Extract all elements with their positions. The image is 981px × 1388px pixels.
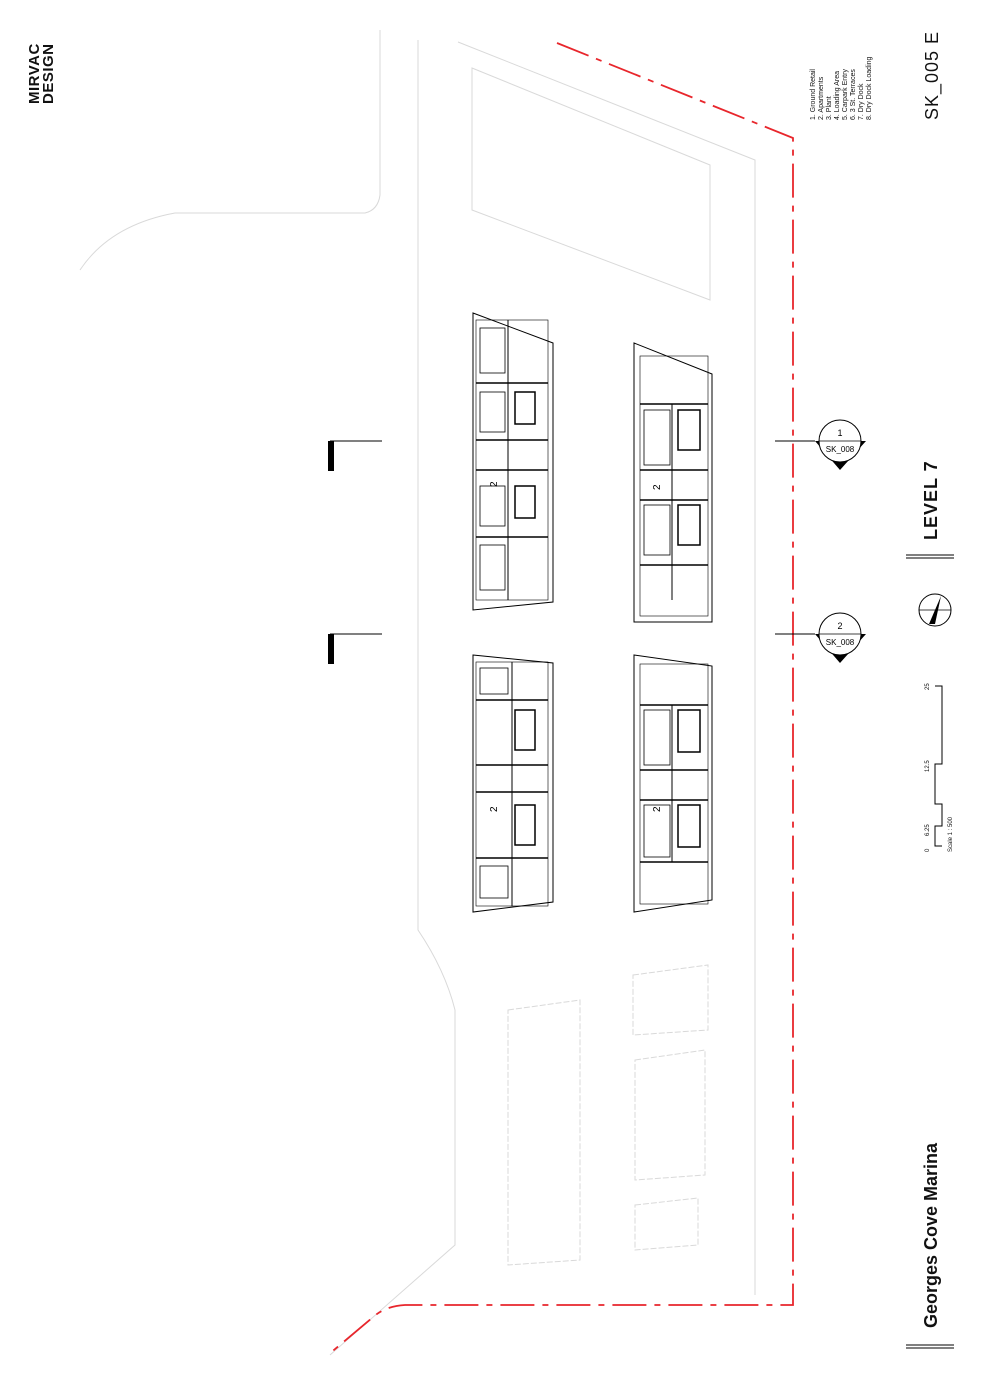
scale-tick-12-5: 12.5	[925, 760, 931, 772]
building-right-north	[633, 342, 713, 623]
title-rule-level	[906, 554, 954, 559]
title-rule-project	[906, 1344, 954, 1349]
scale-tick-25: 25	[925, 683, 931, 690]
site-boundary	[327, 42, 794, 1356]
legend-item: 6. 3 St. Terraces	[850, 69, 857, 120]
section-marker-1[interactable]	[775, 419, 866, 470]
legend-item: 3. Plant	[826, 96, 833, 120]
scale-bar	[934, 685, 943, 847]
scale-note: Scale 1 : 500	[948, 816, 954, 852]
legend-item: 2. Apartments	[818, 76, 825, 120]
unit-label-left-north: 2	[489, 481, 500, 487]
section-cut-left-2	[328, 633, 382, 664]
scale-tick-6-25: 6.25	[925, 824, 931, 836]
scale-tick-0: 0	[925, 848, 931, 852]
building-left-south	[472, 654, 554, 913]
building-left-north	[472, 312, 554, 611]
unit-label-right-south: 2	[652, 806, 663, 812]
legend: 1. Ground Retail 2. Apartments 3. Plant …	[810, 57, 874, 120]
section-cut-left-1	[328, 440, 382, 471]
section-marker-2-number: 2	[837, 621, 842, 631]
unit-label-right-north: 2	[652, 484, 663, 490]
north-arrow-icon	[918, 593, 952, 627]
section-marker-1-sheet: SK_008	[826, 445, 855, 454]
unit-label-left-south: 2	[489, 806, 500, 812]
legend-item: 1. Ground Retail	[810, 69, 817, 120]
legend-item: 4. Loading Area	[834, 70, 841, 120]
building-right-south	[633, 654, 713, 913]
level-title: LEVEL 7	[921, 460, 941, 540]
project-title: Georges Cove Marina	[921, 1142, 941, 1328]
section-marker-2-sheet: SK_008	[826, 638, 855, 647]
context-linework	[79, 30, 756, 1356]
section-marker-1-number: 1	[837, 428, 842, 438]
legend-item: 7. Dry Dock	[858, 83, 865, 120]
section-marker-2[interactable]	[775, 612, 866, 663]
legend-item: 5. Carpark Entry	[842, 69, 849, 120]
sheet-number: SK_005 E	[922, 30, 942, 120]
legend-item: 8. Dry Dock Loading	[866, 56, 873, 120]
